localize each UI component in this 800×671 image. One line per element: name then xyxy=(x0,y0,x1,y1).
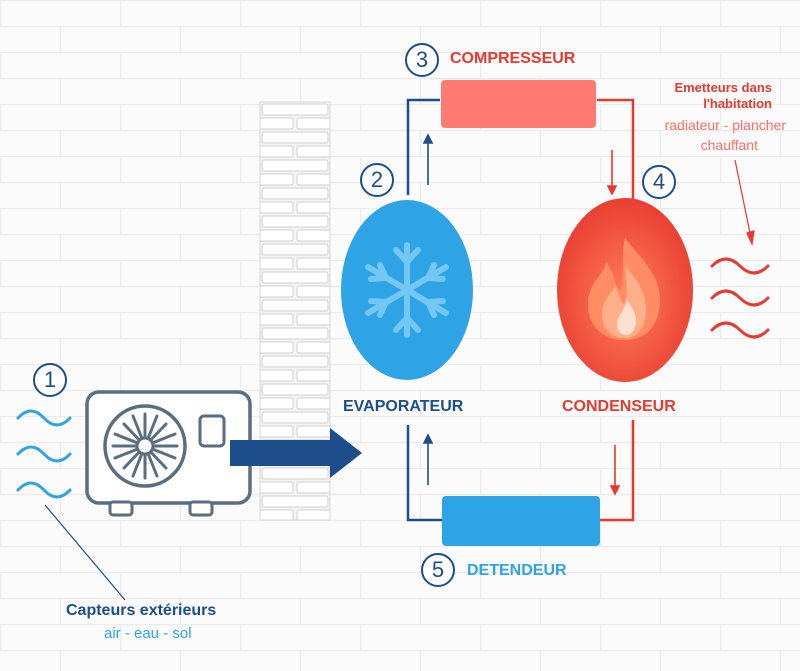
evaporateur-label: EVAPORATEUR xyxy=(343,398,464,415)
step-number-4: 4 xyxy=(642,165,676,199)
condenseur-label: CONDENSEUR xyxy=(562,398,676,415)
emetteurs-title-line2: l'habitation xyxy=(703,96,772,111)
arrow-up-left-bottom-icon xyxy=(422,433,434,485)
capteurs-title: Capteurs extérieurs xyxy=(66,602,217,619)
detendeur-label: DETENDEUR xyxy=(467,562,567,579)
step-number-3: 3 xyxy=(405,43,439,77)
arrow-down-right-bottom-icon xyxy=(609,445,621,496)
emetteurs-sub-line1: radiateur - plancher xyxy=(664,117,786,133)
arrow-up-left-top-icon xyxy=(422,133,434,185)
evaporator xyxy=(341,200,473,380)
pipe-evap-to-compressor xyxy=(406,98,440,195)
step-number-1: 1 xyxy=(33,363,67,397)
step-number-2: 2 xyxy=(360,163,394,197)
circuit-lines xyxy=(406,98,635,522)
flame-icon xyxy=(588,238,661,340)
detendeur-block xyxy=(442,496,600,546)
condenser xyxy=(557,198,693,382)
heat-transfer-arrow-icon xyxy=(230,428,362,478)
pipe-compressor-to-condenser xyxy=(597,98,635,200)
emetteurs-title-line1: Emetteurs dans xyxy=(674,80,772,95)
compressor-block xyxy=(441,80,596,128)
pipe-detendeur-to-evap xyxy=(406,425,442,522)
step-number-5: 5 xyxy=(421,553,455,587)
capteurs-pointer-line xyxy=(44,504,126,601)
emetteurs-pointer xyxy=(734,159,755,247)
compresseur-label: COMPRESSEUR xyxy=(450,50,576,67)
arrow-down-right-top-icon xyxy=(606,150,618,196)
outdoor-waves-icon xyxy=(16,409,72,499)
capteurs-sub: air - eau - sol xyxy=(104,625,192,642)
heat-pump-unit-icon xyxy=(85,390,252,517)
pipe-condenser-to-detendeur xyxy=(600,420,635,522)
emetteurs-sub-line2: chauffant xyxy=(700,137,758,153)
indoor-heat-waves-icon xyxy=(710,257,770,339)
snowflake-icon xyxy=(365,242,449,338)
flow-arrows xyxy=(422,133,621,496)
